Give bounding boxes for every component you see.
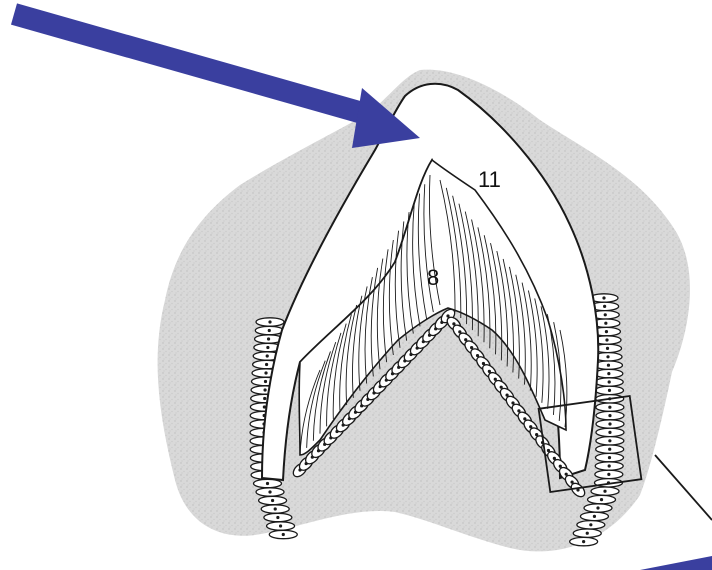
ameloblast-cell-nucleus <box>266 482 269 485</box>
ameloblast-cell-nucleus <box>279 524 282 527</box>
arrow-icon <box>14 14 420 148</box>
ameloblast-cell-nucleus <box>608 389 611 392</box>
ameloblast-cell-nucleus <box>608 464 611 467</box>
ameloblast-cell-nucleus <box>263 388 266 391</box>
ameloblast-cell-nucleus <box>603 305 606 308</box>
ameloblast-cell-nucleus <box>608 406 611 409</box>
ameloblast-cell-nucleus <box>263 397 266 400</box>
ameloblast-cell-nucleus <box>606 347 609 350</box>
ameloblast-cell-nucleus <box>608 380 611 383</box>
ameloblast-cell-nucleus <box>274 507 277 510</box>
ameloblast-cell-nucleus <box>268 320 271 323</box>
ameloblast-cell-nucleus <box>608 456 611 459</box>
ameloblast-cell-nucleus <box>608 422 611 425</box>
ameloblast-cell-nucleus <box>282 533 285 536</box>
ameloblast-cell-nucleus <box>267 337 270 340</box>
ameloblast-cell-nucleus <box>268 490 271 493</box>
ameloblast-cell-nucleus <box>276 516 279 519</box>
ameloblast-cell-nucleus <box>604 322 607 325</box>
ameloblast-cell-nucleus <box>608 439 611 442</box>
ameloblast-cell-nucleus <box>608 431 611 434</box>
ameloblast-cell-nucleus <box>604 313 607 316</box>
ameloblast-cell-nucleus <box>264 380 267 383</box>
ameloblast-cell-nucleus <box>607 473 610 476</box>
ameloblast-cell-nucleus <box>271 499 274 502</box>
ameloblast-cell-nucleus <box>582 540 585 543</box>
ameloblast-cell-nucleus <box>266 346 269 349</box>
ameloblast-cell-nucleus <box>602 296 605 299</box>
callout-line <box>655 455 712 520</box>
ameloblast-cell-nucleus <box>605 338 608 341</box>
ameloblast-cell-nucleus <box>586 532 589 535</box>
ameloblast-cell-nucleus <box>603 490 606 493</box>
ameloblast-cell-nucleus <box>607 372 610 375</box>
ameloblast-cell-nucleus <box>608 448 611 451</box>
arrow-fragment-icon <box>640 556 712 570</box>
ameloblast-cell-nucleus <box>264 371 267 374</box>
ameloblast-cell-nucleus <box>596 506 599 509</box>
dentin-number-label: 8 <box>427 265 439 290</box>
ameloblast-cell-nucleus <box>607 364 610 367</box>
ameloblast-cell-nucleus <box>606 355 609 358</box>
ameloblast-cell-nucleus <box>605 330 608 333</box>
ameloblast-cell-nucleus <box>589 523 592 526</box>
ameloblast-cell-nucleus <box>593 515 596 518</box>
ameloblast-cell-nucleus <box>266 354 269 357</box>
ameloblast-cell-nucleus <box>600 498 603 501</box>
enamel-number-label: 11 <box>478 167 501 192</box>
ameloblast-cell-nucleus <box>608 414 611 417</box>
ameloblast-cell-nucleus <box>265 363 268 366</box>
ameloblast-cell-nucleus <box>268 329 271 332</box>
